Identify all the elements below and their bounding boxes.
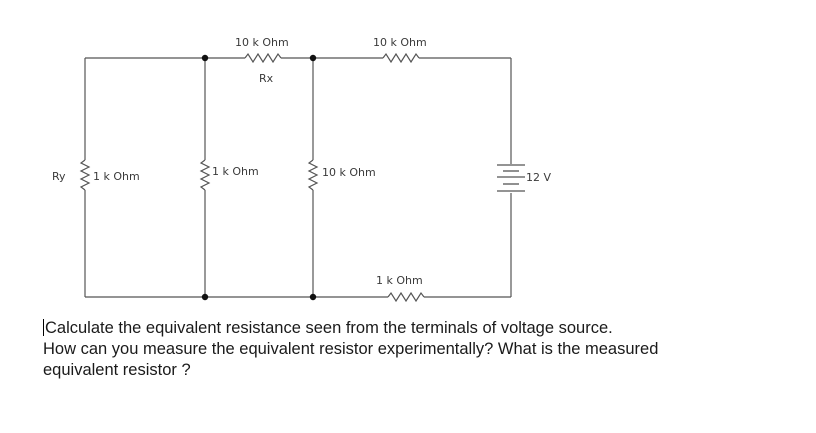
question-line-1: Calculate the equivalent resistance seen… xyxy=(45,319,613,337)
bottom-value-label: 1 k Ohm xyxy=(376,274,423,287)
mid1-value-label: 1 k Ohm xyxy=(212,165,259,178)
source-value-label: 12 V xyxy=(526,171,552,184)
resistor-ry xyxy=(79,159,91,191)
resistor-top-right xyxy=(382,52,420,64)
resistor-mid2 xyxy=(307,159,319,191)
rx-value-label: 10 k Ohm xyxy=(235,36,289,49)
junction-node xyxy=(309,54,317,62)
top-right-value-label: 10 k Ohm xyxy=(373,36,427,49)
voltage-source xyxy=(497,164,525,192)
ry-name-label: Ry xyxy=(52,170,66,183)
ry-value-label: 1 k Ohm xyxy=(93,170,140,183)
mid2-value-label: 10 k Ohm xyxy=(322,166,376,179)
question-line-1-row: Calculate the equivalent resistance seen… xyxy=(43,318,803,339)
junction-node xyxy=(201,293,209,301)
question-line-2: How can you measure the equivalent resis… xyxy=(43,340,659,358)
resistor-rx xyxy=(244,52,282,64)
rx-name-label: Rx xyxy=(259,72,274,85)
resistor-mid1 xyxy=(199,159,211,191)
resistor-bottom xyxy=(387,291,425,303)
question-text: Calculate the equivalent resistance seen… xyxy=(43,318,803,381)
question-line-3: equivalent resistor ? xyxy=(43,361,191,379)
text-cursor xyxy=(43,319,44,336)
junction-node xyxy=(309,293,317,301)
junction-node xyxy=(201,54,209,62)
